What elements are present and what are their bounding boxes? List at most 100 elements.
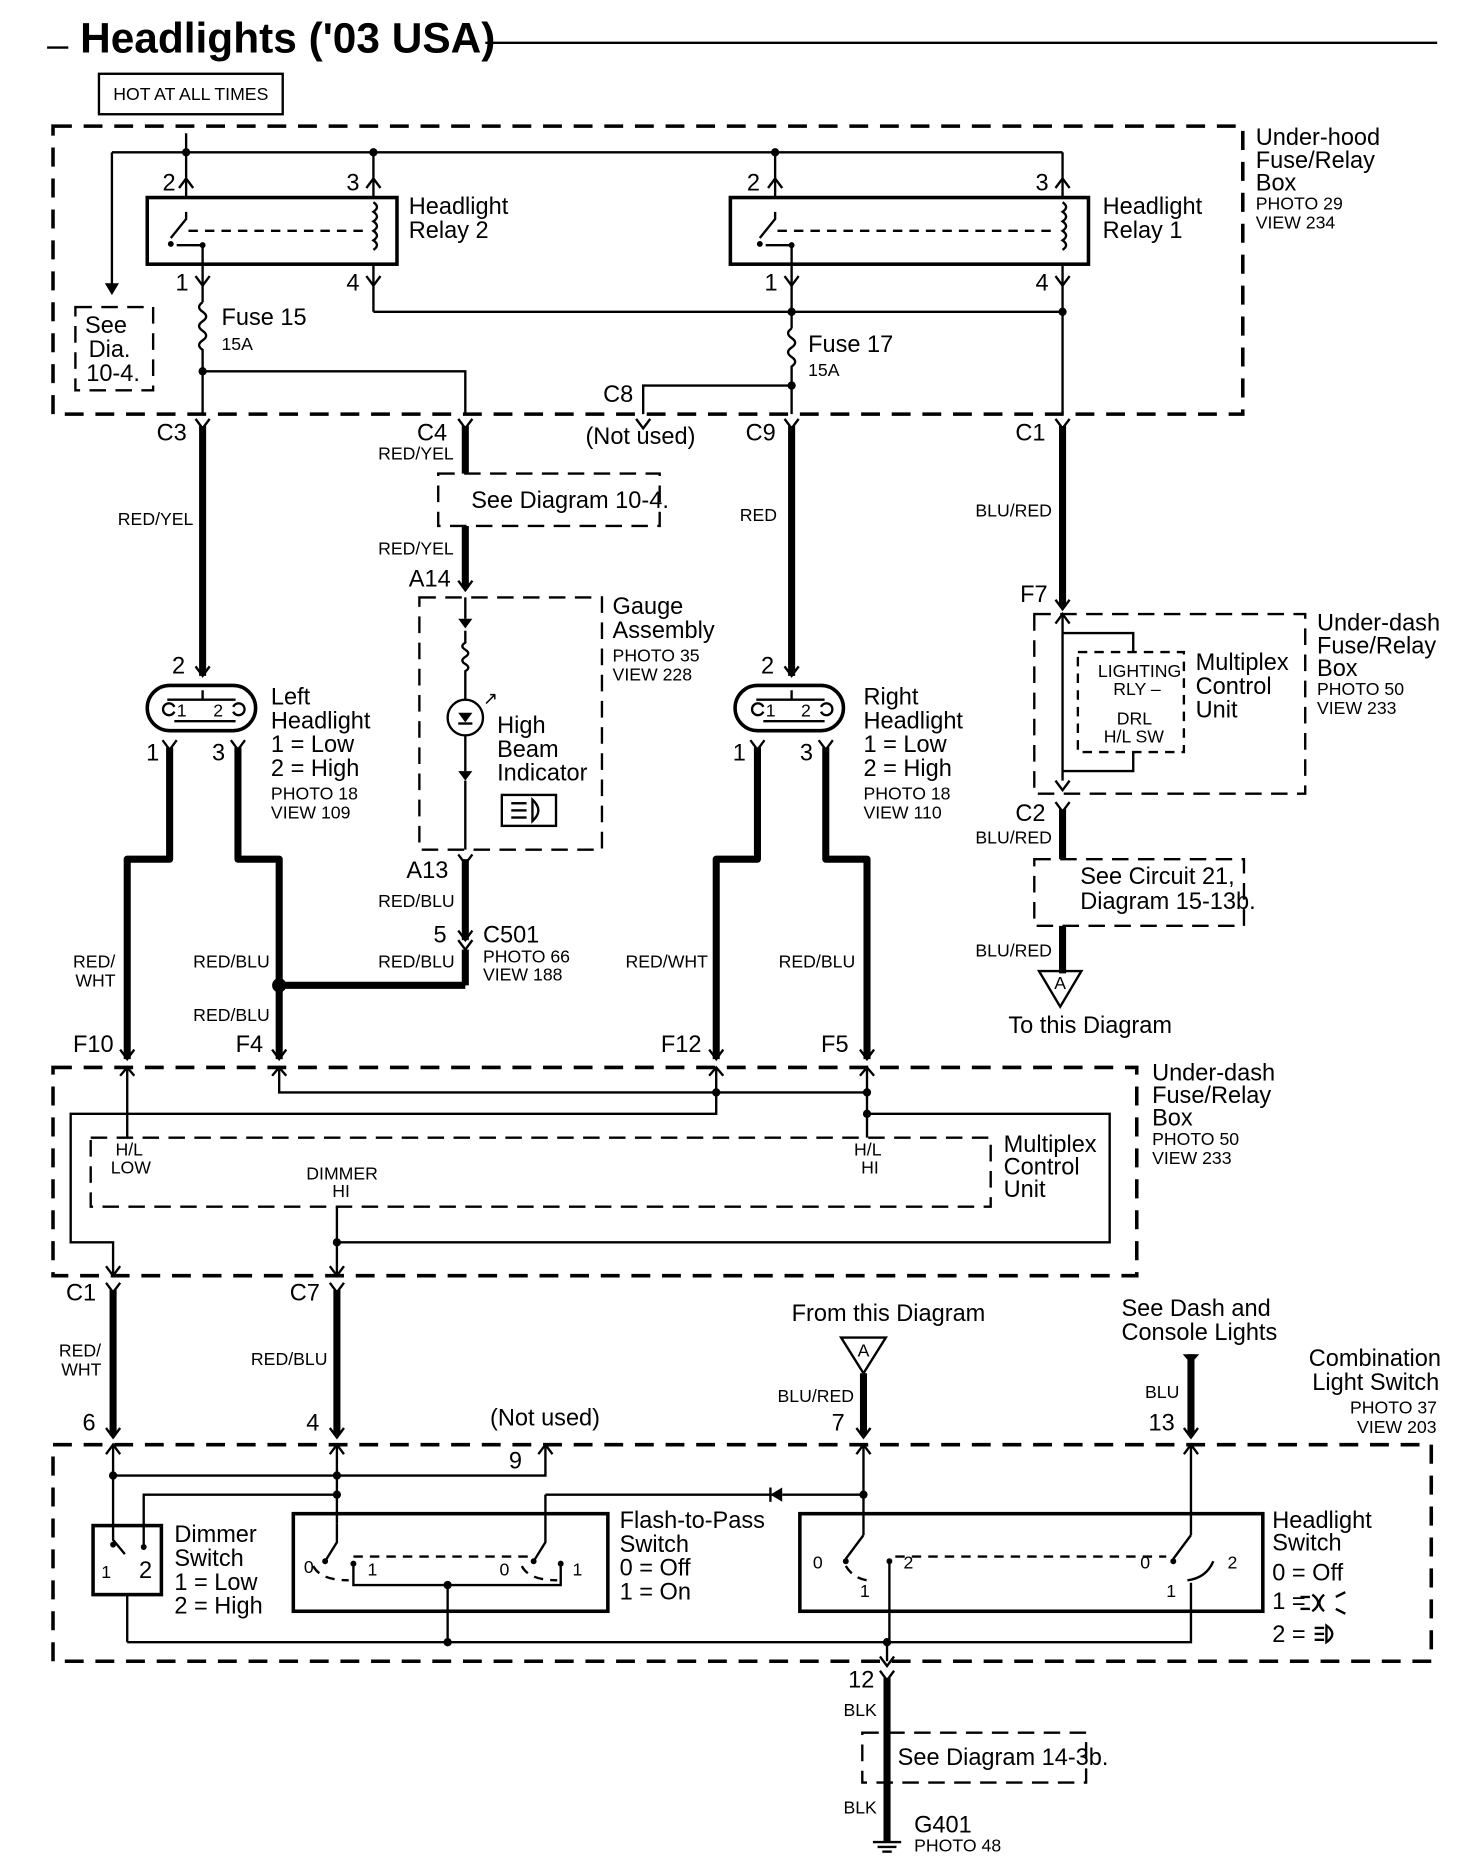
underdash-mid-label-1: Under-dash bbox=[1152, 1060, 1275, 1086]
high-beam-label-3: Indicator bbox=[497, 761, 587, 787]
hl-low-2: LOW bbox=[111, 1157, 151, 1177]
mcu-mid-label-2: Control bbox=[1004, 1154, 1080, 1180]
underdash-pin-c2: C2 bbox=[1015, 801, 1045, 827]
gauge-view: VIEW 228 bbox=[613, 665, 693, 685]
left-hl-pin2: 2 bbox=[172, 653, 185, 679]
parking-lights-icon bbox=[1300, 1591, 1346, 1615]
headlights-on-icon bbox=[1314, 1623, 1334, 1645]
left-hl-label-2: Headlight bbox=[271, 708, 371, 734]
hl-low-1: H/L bbox=[115, 1139, 143, 1159]
right-hl-label-2: Headlight bbox=[863, 708, 963, 734]
hl-hi-1: H/L bbox=[854, 1139, 882, 1159]
ftp-label-4: 1 = On bbox=[620, 1579, 691, 1605]
left-hl-view: VIEW 109 bbox=[271, 803, 351, 823]
see-dia-3: 10-4. bbox=[86, 361, 140, 387]
mcu-top-label-2: Control bbox=[1196, 674, 1272, 700]
underhood-label-1: Under-hood bbox=[1256, 125, 1380, 151]
drl-hl-sw-1: DRL bbox=[1117, 709, 1152, 729]
pin-f12: F12 bbox=[661, 1032, 702, 1058]
pin-c1-mid: C1 bbox=[66, 1281, 96, 1307]
ftp-a0: 0 bbox=[304, 1557, 314, 1577]
relay1-pin4: 4 bbox=[1035, 270, 1048, 296]
relay1-pin2: 2 bbox=[747, 170, 760, 196]
relay1-label-1: Headlight bbox=[1103, 194, 1203, 220]
underhood-label-2: Fuse/Relay bbox=[1256, 148, 1375, 174]
gauge-assembly: Gauge Assembly PHOTO 35 VIEW 228 ↗ High … bbox=[279, 594, 715, 989]
right-hl-pin2: 2 bbox=[761, 653, 774, 679]
right-hl-in2: 2 bbox=[801, 700, 811, 720]
underdash-mid-box: F10 F4 F12 F5 Under-dash Fuse/Relay Box … bbox=[51, 1032, 1275, 1307]
combination-switch-box: 9 1 2 Dimmer Switch 1 = Low 2 = High 0 1… bbox=[51, 1442, 1434, 1668]
mcu-top-label-1: Multiplex bbox=[1196, 650, 1289, 676]
hls-b1: 1 bbox=[1166, 1581, 1176, 1601]
pin-f4: F4 bbox=[236, 1032, 263, 1058]
gauge-label-1: Gauge bbox=[613, 594, 684, 620]
wire-red-yel-a14: RED/YEL bbox=[378, 538, 454, 558]
connector-c4: C4 bbox=[417, 420, 447, 446]
underdash-top-label-3: Box bbox=[1317, 656, 1358, 682]
connector-c1: C1 bbox=[1015, 420, 1045, 446]
wire-blk-2: BLK bbox=[843, 1797, 877, 1817]
underdash-top-label-1: Under-dash bbox=[1317, 611, 1440, 637]
led-rays-icon: ↗ bbox=[483, 688, 498, 708]
c501-photo: PHOTO 66 bbox=[483, 947, 570, 967]
dimmer-label-4: 2 = High bbox=[174, 1594, 262, 1620]
dimmer-label-2: Switch bbox=[174, 1546, 243, 1572]
underdash-top-photo: PHOTO 50 bbox=[1317, 679, 1404, 699]
connector-a-in: A bbox=[858, 1341, 870, 1361]
ftp-a1: 1 bbox=[368, 1559, 378, 1579]
connector-c9: C9 bbox=[746, 420, 776, 446]
left-hl-in2: 2 bbox=[213, 700, 223, 720]
dimmer-in1: 1 bbox=[101, 1562, 111, 1582]
right-hl-label-1: Right bbox=[863, 684, 918, 710]
left-hl-label-4: 2 = High bbox=[271, 756, 359, 782]
see-diagram-10-4: See Diagram 10-4. bbox=[471, 488, 669, 514]
relay2-pin3: 3 bbox=[346, 170, 359, 196]
high-beam-icon bbox=[500, 793, 558, 828]
combo-pin9: 9 bbox=[509, 1448, 522, 1474]
pin-f5: F5 bbox=[821, 1032, 848, 1058]
mcu-mid-label-1: Multiplex bbox=[1004, 1132, 1097, 1158]
pin9-not-used: (Not used) bbox=[490, 1406, 600, 1432]
dimmer-in2: 2 bbox=[139, 1558, 152, 1584]
gauge-pin-a13: A13 bbox=[406, 858, 448, 884]
connector-c8: C8 bbox=[603, 382, 633, 408]
wire-red-wht-right: RED/WHT bbox=[626, 951, 709, 971]
hls-b0: 0 bbox=[1140, 1552, 1150, 1572]
right-hl-photo: PHOTO 18 bbox=[863, 784, 950, 804]
hls-label-4: 1 = bbox=[1272, 1589, 1305, 1615]
ftp-b1: 1 bbox=[573, 1559, 583, 1579]
gauge-pin-a14: A14 bbox=[409, 567, 451, 593]
combo-pin7: 7 bbox=[832, 1410, 845, 1436]
fuse15-rating: 15A bbox=[221, 334, 253, 354]
underhood-photo: PHOTO 29 bbox=[1256, 193, 1343, 213]
wire-red-blu-c7: RED/BLU bbox=[251, 1349, 328, 1369]
underhood-view: VIEW 234 bbox=[1256, 212, 1336, 232]
combo-pin6: 6 bbox=[82, 1410, 95, 1436]
mcu-top-label-3: Unit bbox=[1196, 697, 1238, 723]
hls-a2: 2 bbox=[904, 1552, 914, 1572]
c501-pin: 5 bbox=[434, 922, 447, 948]
connector-c3: C3 bbox=[157, 420, 187, 446]
combo-label-2: Light Switch bbox=[1312, 1370, 1439, 1396]
dimmer-label-3: 1 = Low bbox=[174, 1570, 258, 1596]
left-hl-label-3: 1 = Low bbox=[271, 732, 355, 758]
high-beam-label-1: High bbox=[497, 713, 545, 739]
right-hl-label-3: 1 = Low bbox=[863, 732, 947, 758]
combo-feed-wires: RED/ WHT RED/BLU 6 4 (Not used) From thi… bbox=[59, 1289, 1441, 1440]
see-diagram-14-3b: See Diagram 14-3b. bbox=[898, 1745, 1109, 1771]
right-hl-label-4: 2 = High bbox=[863, 756, 951, 782]
dash-lights-2: Console Lights bbox=[1121, 1320, 1277, 1346]
see-dia-2: Dia. bbox=[89, 337, 131, 363]
left-hl-in1: 1 bbox=[177, 700, 187, 720]
wire-blu-red-to-a: BLU/RED bbox=[975, 941, 1052, 961]
ftp-b0: 0 bbox=[499, 1559, 509, 1579]
headlight-feed-wires: RED/YEL RED RED/YEL See Diagram 10-4. RE… bbox=[118, 426, 1071, 678]
mcu-mid-label-3: Unit bbox=[1004, 1177, 1046, 1203]
fuse15-name: Fuse 15 bbox=[221, 305, 306, 331]
wire-red-yel-left: RED/YEL bbox=[118, 509, 194, 529]
see-circuit-2: Diagram 15-13b. bbox=[1080, 889, 1255, 915]
hls-label-3: 0 = Off bbox=[1272, 1560, 1343, 1586]
underdash-top-label-2: Fuse/Relay bbox=[1317, 633, 1436, 659]
